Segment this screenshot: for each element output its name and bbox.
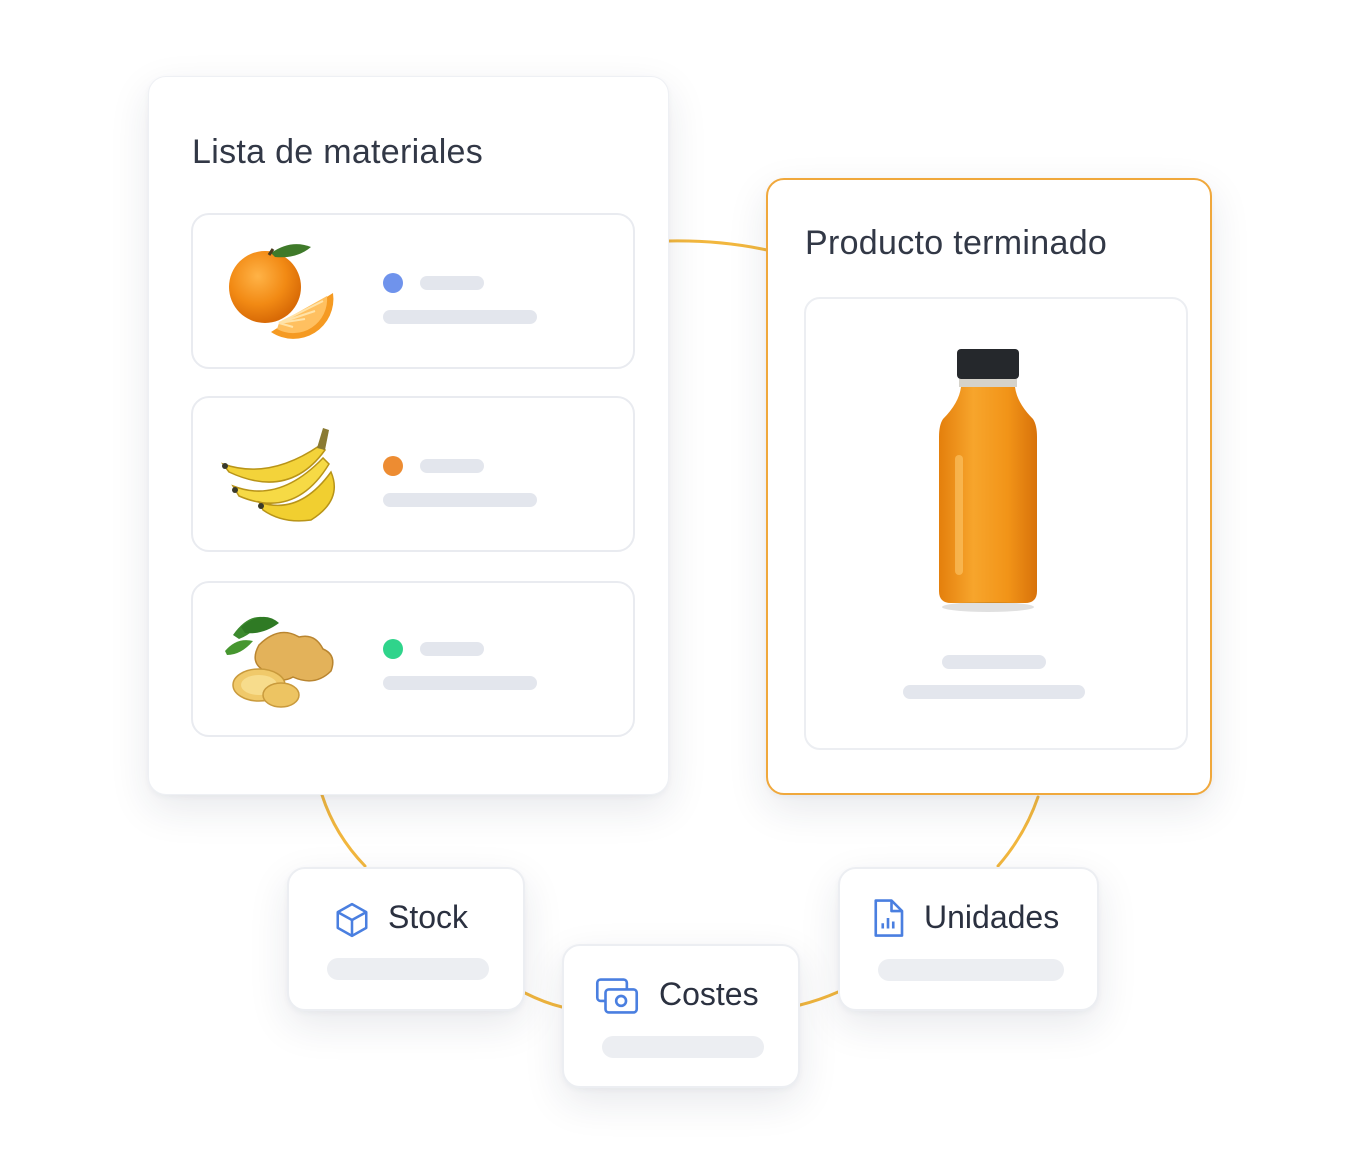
placeholder-line-short [420,459,484,473]
placeholder-line-short [942,655,1046,669]
placeholder-line-long [383,493,537,507]
placeholder-line-long [383,676,537,690]
units-label: Unidades [924,899,1060,935]
product-title: Producto terminado [805,224,1108,262]
finished-product-card[interactable]: Producto terminado [766,178,1212,795]
juice-bottle-image [939,349,1037,612]
stock-card[interactable]: Stock [287,867,525,1011]
material-item-ginger[interactable] [191,581,635,737]
placeholder-line-long [383,310,537,324]
placeholder-line [602,1036,764,1058]
status-dot [383,273,403,293]
orange-image [229,244,334,339]
materials-card: Lista de materiales [148,76,669,795]
box-icon [336,902,368,938]
cash-icon [595,978,639,1014]
placeholder-line-long [903,685,1085,699]
placeholder-line [878,959,1064,981]
status-dot [383,639,403,659]
materials-title: Lista de materiales [192,133,484,171]
product-preview [804,297,1188,750]
report-icon [874,899,904,937]
material-item-banana[interactable] [191,396,635,552]
placeholder-line [327,958,489,980]
placeholder-line-short [420,276,484,290]
costs-label: Costes [659,976,759,1012]
stock-label: Stock [388,899,469,935]
ginger-image [225,616,334,708]
banana-image [220,428,335,522]
units-card[interactable]: Unidades [838,867,1099,1011]
material-item-orange[interactable] [191,213,635,369]
costs-card[interactable]: Costes [562,944,800,1088]
placeholder-line-short [420,642,484,656]
status-dot [383,456,403,476]
